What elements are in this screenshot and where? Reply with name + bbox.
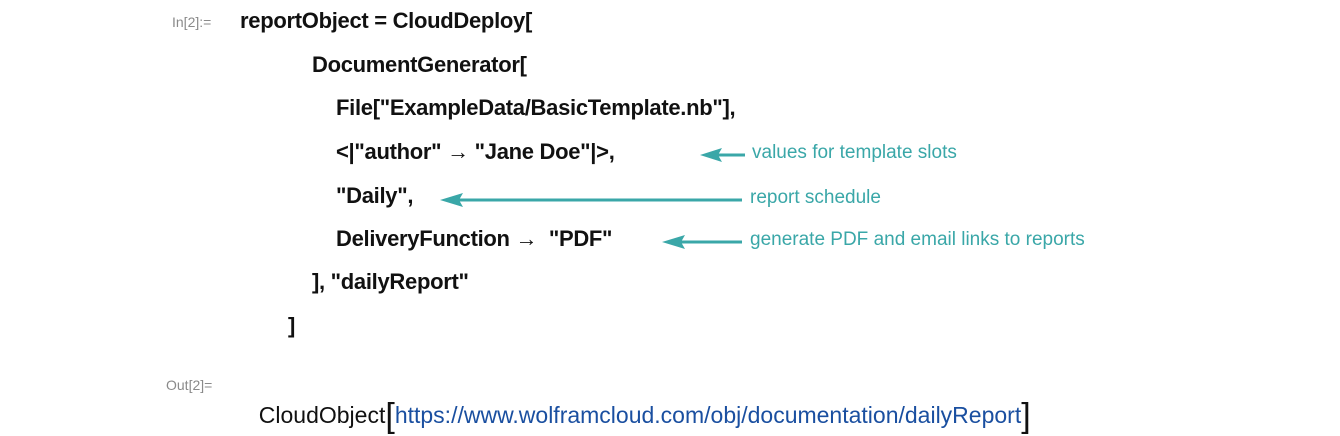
code-line-2: DocumentGenerator[ xyxy=(312,52,527,77)
annotation-report-schedule: report schedule xyxy=(750,187,881,208)
annotation-template-slots: values for template slots xyxy=(752,142,957,163)
left-arrow-icon xyxy=(700,148,745,162)
code-line-8: ] xyxy=(288,313,296,338)
open-bracket: [ xyxy=(385,397,395,435)
code-line-5: "Daily", xyxy=(336,183,414,208)
left-arrow-icon xyxy=(662,235,742,249)
output-head: CloudObject xyxy=(258,402,386,428)
cloud-object-link[interactable]: https://www.wolframcloud.com/obj/documen… xyxy=(394,402,1022,428)
annotation-delivery: generate PDF and email links to reports xyxy=(750,229,1085,250)
left-arrow-icon xyxy=(440,193,742,207)
code-line-7: ], "dailyReport" xyxy=(312,269,469,294)
input-label: In[2]:= xyxy=(172,14,212,30)
output-label: Out[2]= xyxy=(166,377,213,393)
output-expression: CloudObject[https://www.wolframcloud.com… xyxy=(246,370,1031,436)
close-bracket: ] xyxy=(1021,397,1031,435)
code-line-4: <|"author" → "Jane Doe"|>, xyxy=(336,139,615,164)
code-line-6: DeliveryFunction → "PDF" xyxy=(336,226,613,251)
code-line-1: reportObject = CloudDeploy[ xyxy=(240,8,532,33)
code-line-3: File["ExampleData/BasicTemplate.nb"], xyxy=(336,95,736,120)
